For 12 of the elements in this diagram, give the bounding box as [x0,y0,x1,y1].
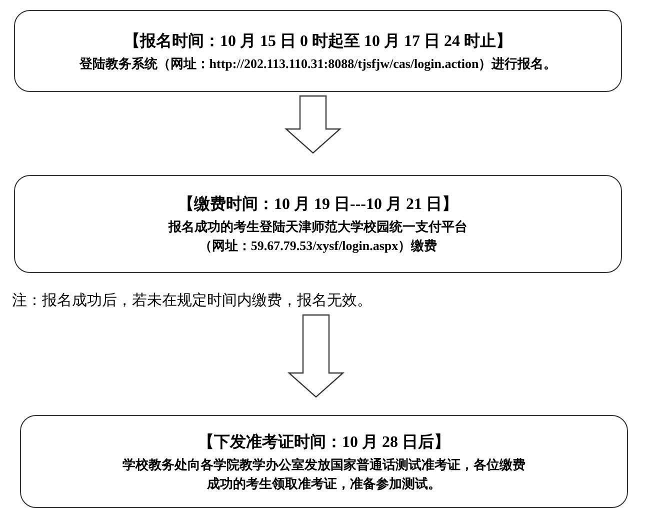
block-arrow [287,314,345,398]
step-description: 报名成功的考生登陆天津师范大学校园统一支付平台（网址：59.67.79.53/xysf/login.aspx）缴费 [167,218,468,255]
process-box [20,415,628,508]
step-description: 学校教务处向各学院教学办公室发放国家普通话测试准考证，各位缴费成功的考生领取准考证，准备参加测试。 [122,456,526,492]
process-box [14,10,622,92]
step-heading: 【缴费时间：10 月 19 日---10 月 21 日】 [178,194,458,215]
block-arrow [284,95,342,154]
step-heading: 【报名时间：10 月 15 日 0 时起至 10 月 17 日 24 时止】 [124,31,512,52]
step-heading: 【下发准考证时间：10 月 28 日后】 [198,432,450,452]
process-box [14,175,622,273]
step-description: 登陆教务系统（网址：http://202.113.110.31:8088/tjsfjw/cas/login.action）进行报名。 [79,54,557,72]
note-text: 注：报名成功后，若未在规定时间内缴费，报名无效。 [12,291,372,310]
